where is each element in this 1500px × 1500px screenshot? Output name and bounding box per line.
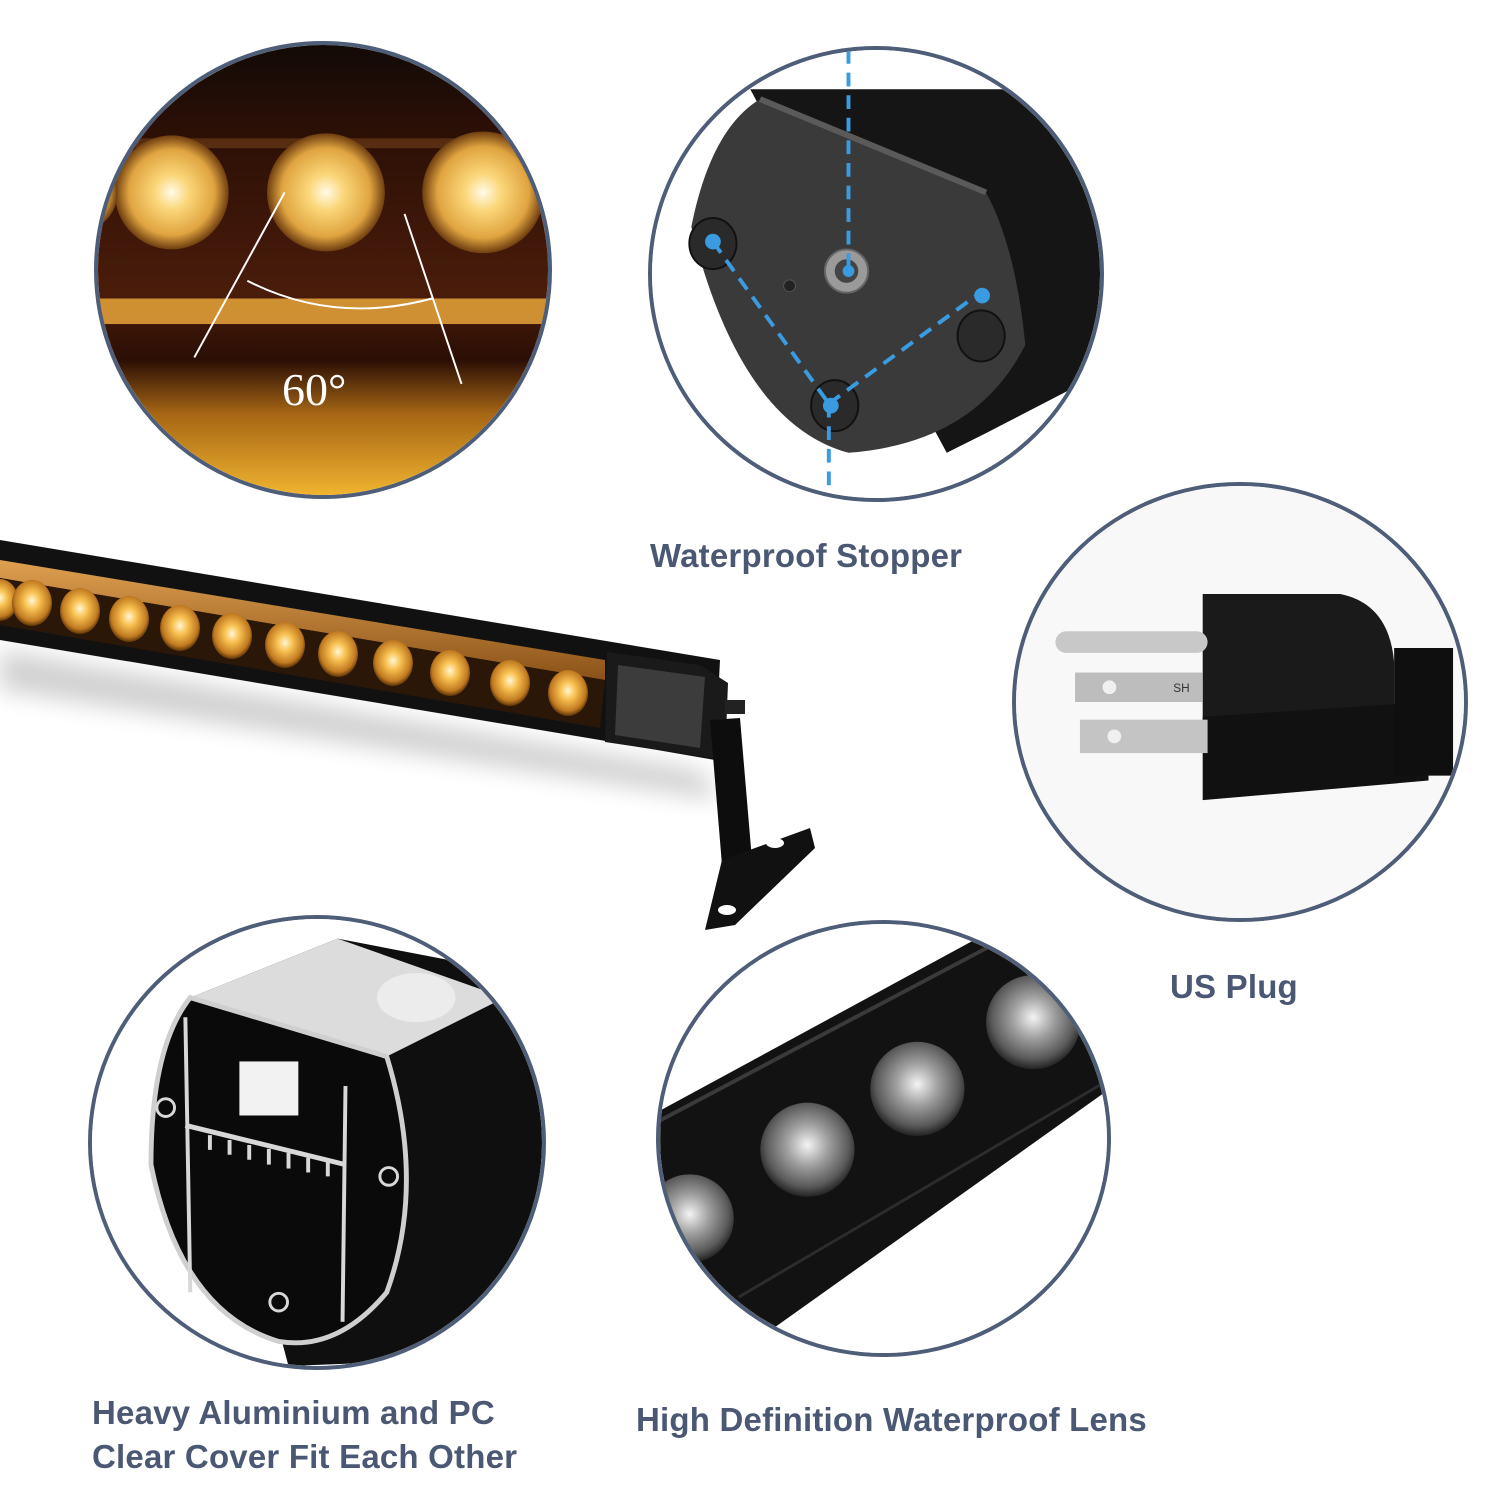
led-beam-angle-icon bbox=[98, 45, 548, 495]
waterproof-lens-caption: High Definition Waterproof Lens bbox=[636, 1401, 1147, 1438]
plug-marking: SH bbox=[1173, 682, 1189, 695]
beam-angle-detail: 60° bbox=[94, 41, 552, 499]
aluminium-housing-caption-line2: Clear Cover Fit Each Other bbox=[92, 1438, 518, 1475]
aluminium-housing-caption-line1: Heavy Aluminium and PC bbox=[92, 1394, 495, 1431]
us-plug-detail: SH bbox=[1012, 482, 1468, 922]
us-plug-caption: US Plug bbox=[1170, 968, 1298, 1005]
led-lens-icon bbox=[660, 924, 1107, 1353]
led-row bbox=[0, 579, 588, 716]
beam-angle-label: 60° bbox=[282, 364, 347, 415]
waterproof-stopper-detail bbox=[648, 46, 1104, 502]
waterproof-lens-detail bbox=[656, 920, 1111, 1357]
housing-cross-section-icon bbox=[92, 919, 542, 1366]
guide-lines bbox=[711, 50, 978, 498]
aluminium-housing-detail bbox=[88, 915, 546, 1370]
end-cap-mount-icon bbox=[652, 50, 1100, 498]
power-plug-icon: SH bbox=[1016, 486, 1464, 918]
waterproof-stopper-caption: Waterproof Stopper bbox=[650, 537, 963, 574]
